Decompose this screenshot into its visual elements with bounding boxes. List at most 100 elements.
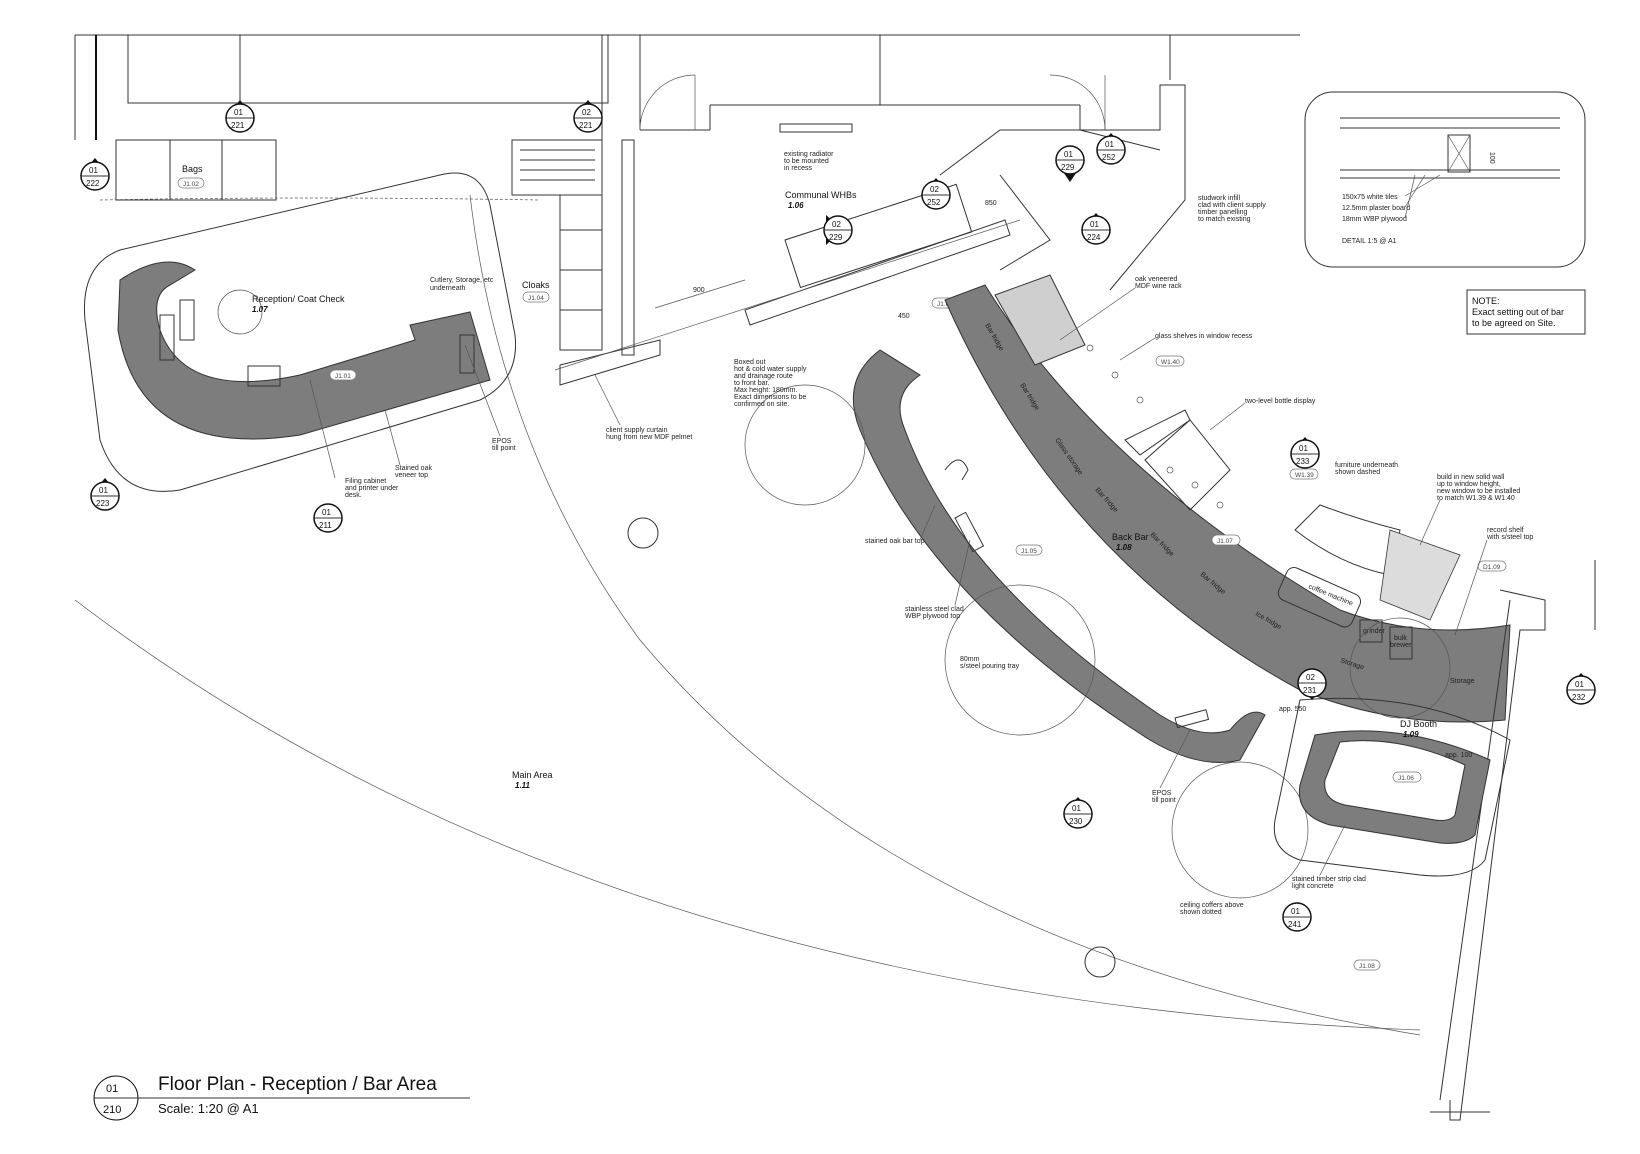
note-line2: to be agreed on Site.: [1472, 318, 1556, 328]
section-marker-222: 01 222: [80, 158, 110, 191]
drawing-title: Floor Plan - Reception / Bar Area: [158, 1074, 437, 1095]
section-marker-231: 02 231: [1297, 668, 1327, 700]
svg-text:252: 252: [927, 198, 941, 207]
svg-text:01: 01: [234, 108, 243, 117]
svg-text:222: 222: [86, 179, 100, 188]
detail-item-3: 18mm WBP plywood: [1342, 216, 1407, 223]
note-stainless-1: stainless steel clad: [905, 606, 964, 613]
note-curtain-2: hung from new MDF pelmet: [606, 434, 692, 441]
room-name-djbooth: DJ Booth: [1400, 719, 1437, 729]
note-coffers-2: shown dotted: [1180, 909, 1222, 916]
label-storage-2: Storage: [1450, 678, 1475, 685]
note-boxed-5: Max height: 180mm.: [734, 387, 797, 394]
label-bulk: bulk: [1394, 635, 1407, 642]
section-marker-232: 01 232: [1566, 673, 1596, 705]
title-block: 01 210 Floor Plan - Reception / Bar Area…: [93, 1074, 470, 1121]
note-cutlery-2: underneath: [430, 285, 466, 292]
room-num-reception: 1.07: [252, 305, 268, 314]
tag-j102: J1.02: [183, 181, 199, 188]
section-markers: 01 221 02 221 01 222 01 223 01: [80, 100, 1596, 932]
note-studwork-1: studwork infill: [1198, 195, 1240, 202]
note-bottle-display: two-level bottle display: [1245, 398, 1316, 405]
dj-booth: DJ Booth 1.09 J1.06 stained timber strip…: [1180, 697, 1511, 971]
tag-w139: W1.39: [1295, 472, 1314, 479]
section-marker-223: 01 223: [90, 478, 120, 511]
tag-d109: D1.09: [1483, 564, 1501, 571]
note-line1: Exact setting out of bar: [1472, 307, 1564, 317]
note-boxed-3: and drainage route: [734, 373, 793, 380]
section-marker-252b: 01 252: [1096, 133, 1126, 165]
svg-text:01: 01: [1072, 804, 1081, 813]
note-wall-2: up to window height,: [1437, 481, 1501, 488]
note-boxed-2: hot & cold water supply: [734, 366, 807, 373]
svg-text:221: 221: [231, 121, 245, 130]
section-marker-230: 01 230: [1063, 797, 1093, 829]
dim-900: 900: [693, 287, 705, 294]
room-name-bags: Bags: [182, 164, 203, 174]
svg-text:241: 241: [1288, 920, 1302, 929]
svg-text:229: 229: [829, 233, 843, 242]
note-wall-3: new window to be installed: [1437, 488, 1520, 495]
note-boxed-4: to front bar.: [734, 380, 769, 387]
section-marker-221a: 01 221: [225, 100, 255, 133]
tag-j105: J1.05: [1021, 548, 1037, 555]
svg-text:01: 01: [1090, 220, 1099, 229]
note-filing-3: desk.: [345, 492, 362, 499]
section-marker-221b: 02 221: [573, 100, 603, 133]
room-num-whbs: 1.06: [788, 201, 804, 210]
note-wall-1: build in new solid wall: [1437, 474, 1505, 481]
tag-w140: W1.40: [1161, 359, 1180, 366]
tag-j101: J1.01: [335, 373, 351, 380]
svg-text:01: 01: [89, 166, 98, 175]
dim-850: 850: [985, 200, 997, 207]
note-boxed-7: confirmed on site.: [734, 401, 789, 408]
label-grinder: grinder: [1363, 628, 1385, 635]
note-pouring-1: 80mm: [960, 656, 980, 663]
note-wine-rack-1: oak veneered: [1135, 276, 1178, 283]
title-ref-bottom: 210: [103, 1104, 121, 1116]
svg-text:01: 01: [1575, 680, 1584, 689]
note-filing-1: Filing cabinet: [345, 478, 386, 485]
note-stainless-2: WBP plywood top: [905, 613, 960, 620]
right-wall: [1430, 560, 1596, 1121]
note-pouring-2: s/steel pouring tray: [960, 663, 1020, 670]
note-glass-shelves: glass shelves in window recess: [1155, 333, 1253, 340]
note-studwork-2: clad with client supply: [1198, 202, 1266, 209]
note-boxed-6: Exact dimensions to be: [734, 394, 806, 401]
note-timber-1: stained timber strip clad: [1292, 876, 1366, 883]
note-coffers-1: ceiling coffers above: [1180, 902, 1244, 909]
svg-text:01: 01: [322, 508, 331, 517]
drawing-scale: Scale: 1:20 @ A1: [158, 1101, 259, 1116]
title-ref-top: 01: [106, 1083, 118, 1095]
bags-room: Bags J1.02: [99, 139, 541, 201]
tag-j108: J1.08: [1359, 963, 1375, 970]
tag-j106: J1.06: [1398, 775, 1414, 782]
svg-text:224: 224: [1087, 233, 1101, 242]
tag-j104: J1.04: [528, 295, 544, 302]
note-curtain-1: client supply curtain: [606, 427, 668, 434]
room-name-cloaks: Cloaks: [522, 280, 550, 290]
room-num-backbar: 1.08: [1116, 543, 1132, 552]
svg-text:252: 252: [1102, 153, 1116, 162]
note-epos1-1: EPOS: [492, 438, 512, 445]
note-timber-2: light concrete: [1292, 883, 1334, 890]
section-marker-224: 01 224: [1081, 213, 1111, 245]
note-bar-top: stained oak bar top: [865, 538, 925, 545]
note-epos2-2: till point: [1152, 797, 1176, 804]
back-bar: J1.07 Back Bar 1.08 coffee machine grind…: [944, 195, 1533, 723]
detail-panel: 100 150x75 white tiles 12.5mm plaster bo…: [1304, 91, 1586, 268]
note-radiator-3: in recess: [784, 165, 813, 172]
svg-text:230: 230: [1069, 817, 1083, 826]
reception-desk: Reception/ Coat Check 1.07 Cloaks J1.04 …: [83, 172, 550, 499]
note-radiator-2: to be mounted: [784, 158, 829, 165]
note-epos1-2: till point: [492, 445, 516, 452]
svg-text:01: 01: [1291, 907, 1300, 916]
svg-text:231: 231: [1303, 686, 1317, 695]
svg-text:02: 02: [582, 108, 591, 117]
note-cutlery-1: Cutlery, Storage, etc: [430, 277, 494, 284]
dim-450: 450: [898, 313, 910, 320]
svg-text:01: 01: [1105, 140, 1114, 149]
staircase: [511, 139, 635, 356]
communal-whbs: Communal WHBs 1.06 existing radiator to …: [554, 151, 1021, 441]
